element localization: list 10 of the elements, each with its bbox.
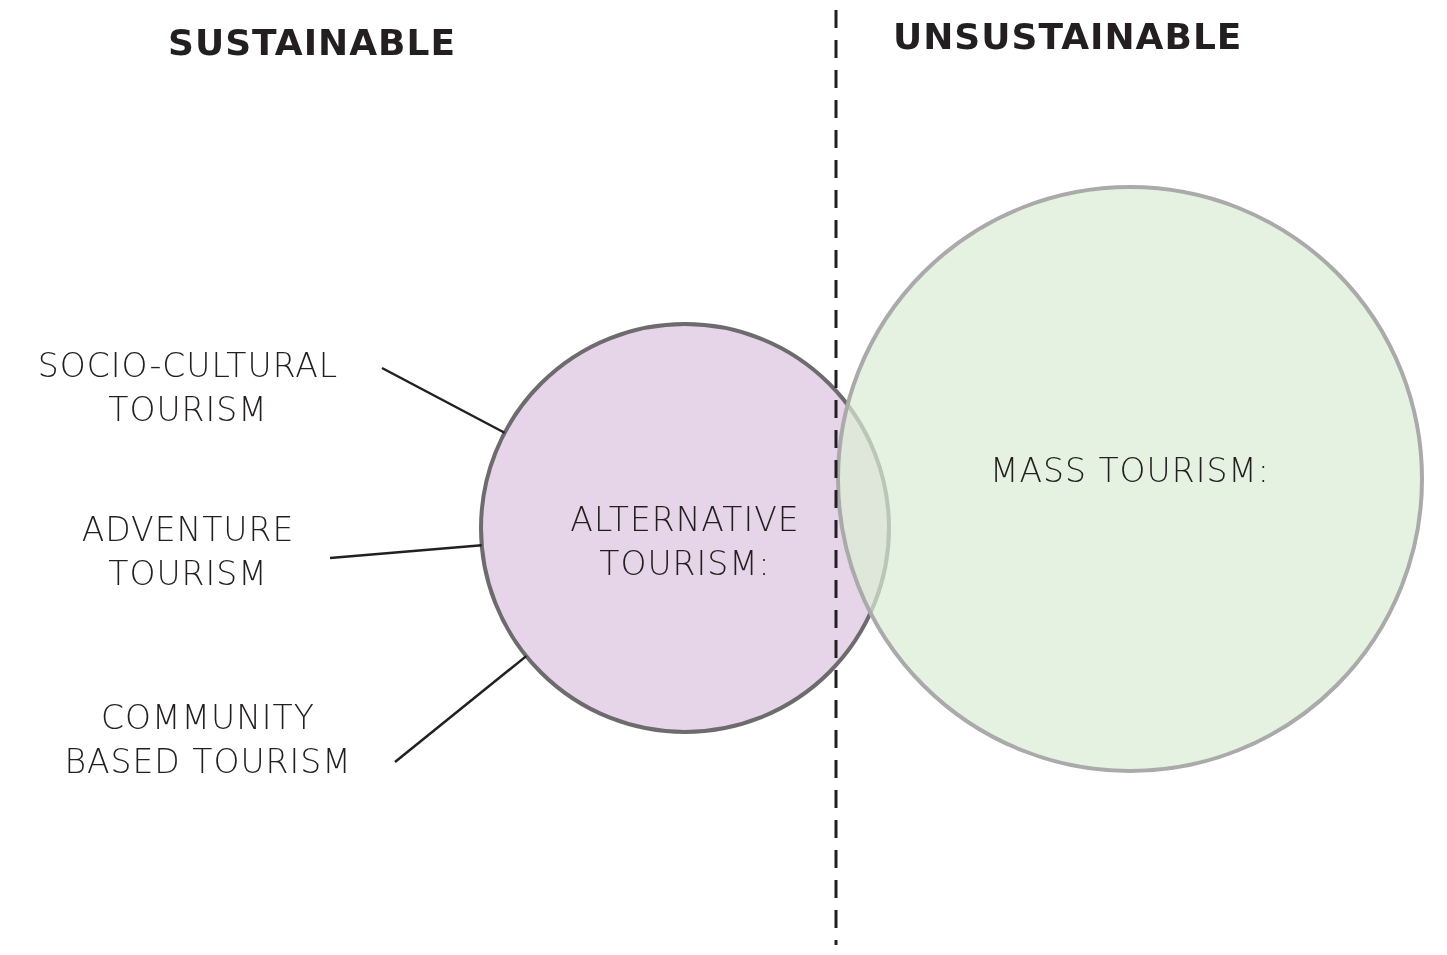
leader-line [329, 543, 482, 560]
leader-line [394, 655, 528, 763]
category-label: COMMUNITY BASED TOURISM [63, 697, 353, 783]
circle-label: MASS TOURISM: [989, 450, 1271, 492]
section-heading: SUSTAINABLE [168, 22, 457, 63]
leader-line [381, 366, 506, 434]
circle-label: ALTERNATIVE TOURISM: [569, 499, 801, 585]
category-label: SOCIO-CULTURAL TOURISM [36, 345, 340, 431]
section-heading: UNSUSTAINABLE [893, 16, 1243, 57]
category-label: ADVENTURE TOURISM [80, 509, 296, 595]
